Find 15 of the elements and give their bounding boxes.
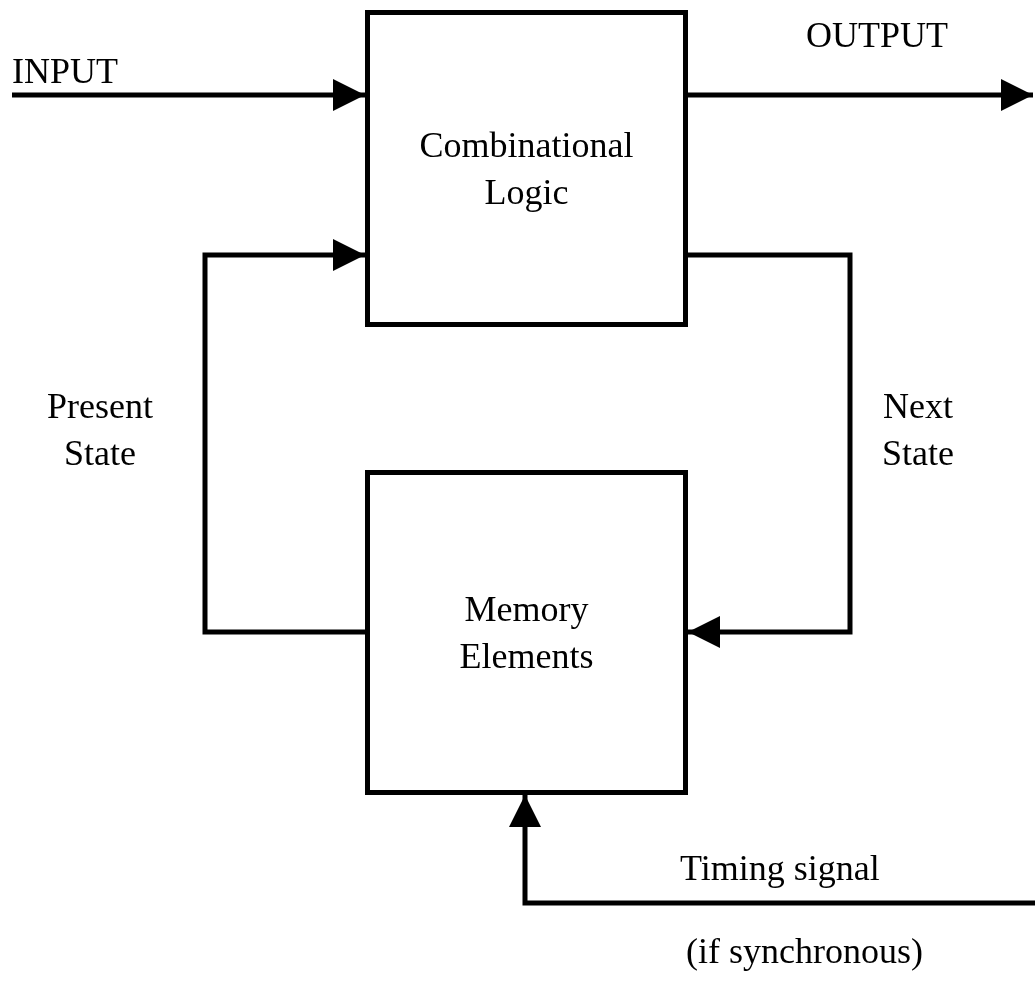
edge-label: OUTPUT [806, 14, 948, 57]
arrow [12, 79, 365, 111]
edge-label: INPUT [12, 50, 118, 93]
note-text: (if synchronous) [686, 930, 923, 973]
box-label: Memory Elements [458, 587, 595, 678]
process-box [365, 470, 688, 795]
edge-label: Timing signal [680, 847, 880, 890]
edge-label: Next State [881, 385, 955, 475]
arrow [688, 79, 1033, 111]
arrow [202, 239, 365, 635]
process-box [365, 10, 688, 327]
arrow [509, 795, 1035, 906]
edge-label: Present State [46, 385, 154, 475]
arrow [688, 252, 853, 648]
box-label: Combinational Logic [418, 123, 635, 214]
